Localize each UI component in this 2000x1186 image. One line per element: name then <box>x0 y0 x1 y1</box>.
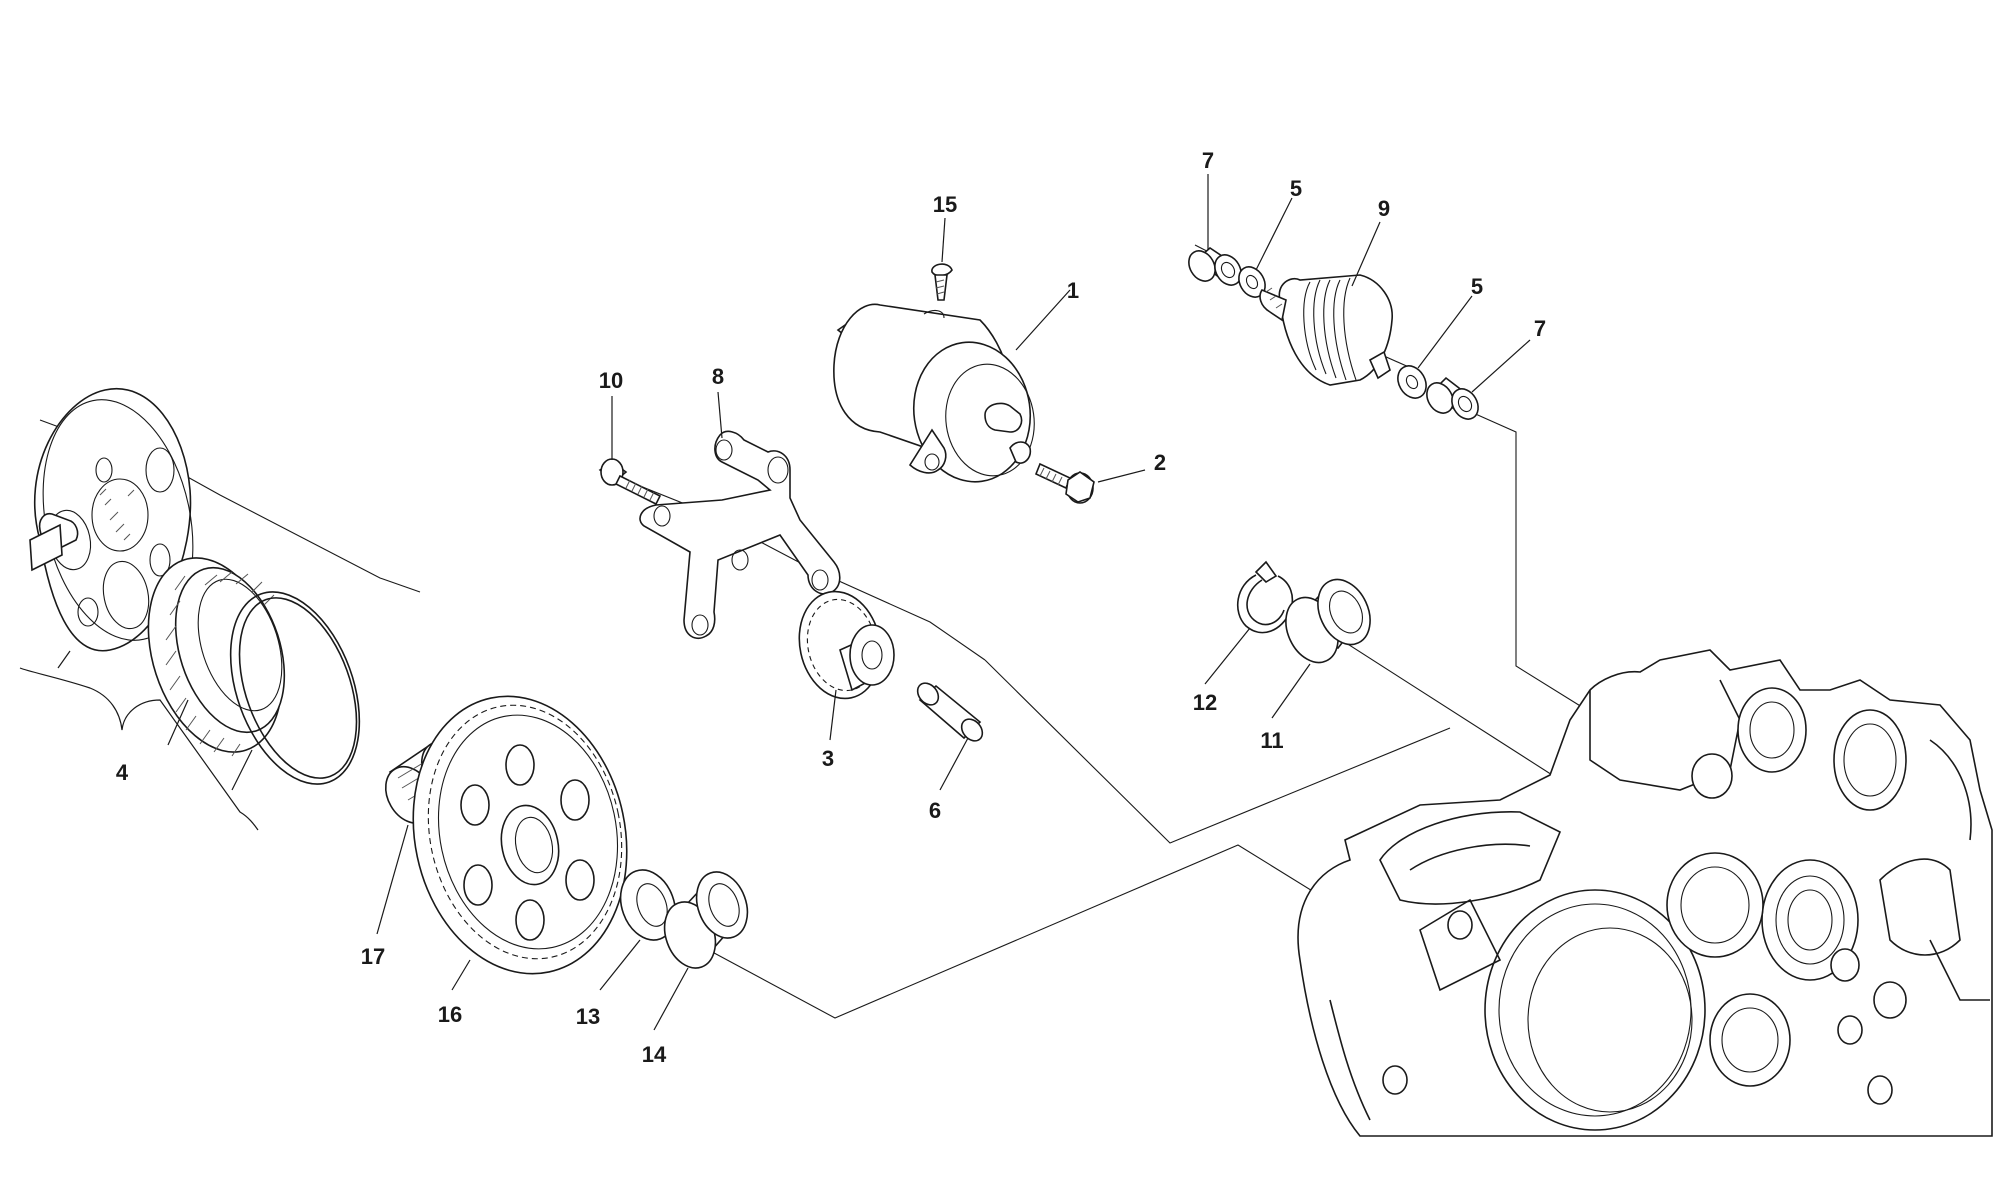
part-label-12: 12 <box>1193 690 1217 715</box>
clutch-assembly-icon <box>29 387 361 785</box>
part-label-4: 4 <box>116 760 129 785</box>
part-label-17: 17 <box>361 944 385 969</box>
part-label-1: 1 <box>1067 278 1079 303</box>
bolt-icon <box>1034 462 1095 504</box>
bolt-icon <box>598 458 662 506</box>
washer-icon <box>1397 365 1427 399</box>
circlip-icon <box>1237 560 1294 634</box>
part-label-15: 15 <box>933 192 957 217</box>
assembly-bracket <box>19 650 259 831</box>
part-label-5: 5 <box>1471 274 1483 299</box>
starter-motor-icon <box>833 303 1035 483</box>
part-label-13: 13 <box>576 1004 600 1029</box>
part-label-9: 9 <box>1378 196 1390 221</box>
pin-icon <box>916 682 984 742</box>
screw-icon <box>931 263 953 301</box>
part-label-3: 3 <box>822 746 834 771</box>
bushing-icon <box>1285 578 1371 664</box>
part-label-5: 5 <box>1290 176 1302 201</box>
bushing-icon <box>663 871 749 969</box>
bendix-pinion-icon <box>1259 274 1393 386</box>
label-leaders <box>376 174 1531 1031</box>
part-label-8: 8 <box>712 364 724 389</box>
bracket-icon <box>639 430 841 640</box>
part-labels: 1 2 3 4 5 5 6 7 7 8 9 10 11 12 13 14 15 … <box>116 148 1546 1067</box>
part-label-2: 2 <box>1154 450 1166 475</box>
part-label-16: 16 <box>438 1002 462 1027</box>
part-label-7: 7 <box>1202 148 1214 173</box>
part-label-10: 10 <box>599 368 623 393</box>
gear-icon <box>798 590 895 700</box>
washer-icon <box>619 869 677 941</box>
crankcase-icon <box>1297 649 1993 1137</box>
part-label-11: 11 <box>1260 728 1283 753</box>
gear-wheel-icon <box>412 695 628 975</box>
part-label-6: 6 <box>929 798 941 823</box>
part-label-14: 14 <box>642 1042 667 1067</box>
bushing-icon <box>1426 376 1479 420</box>
part-label-7: 7 <box>1534 316 1546 341</box>
bushing-icon <box>1188 246 1242 286</box>
